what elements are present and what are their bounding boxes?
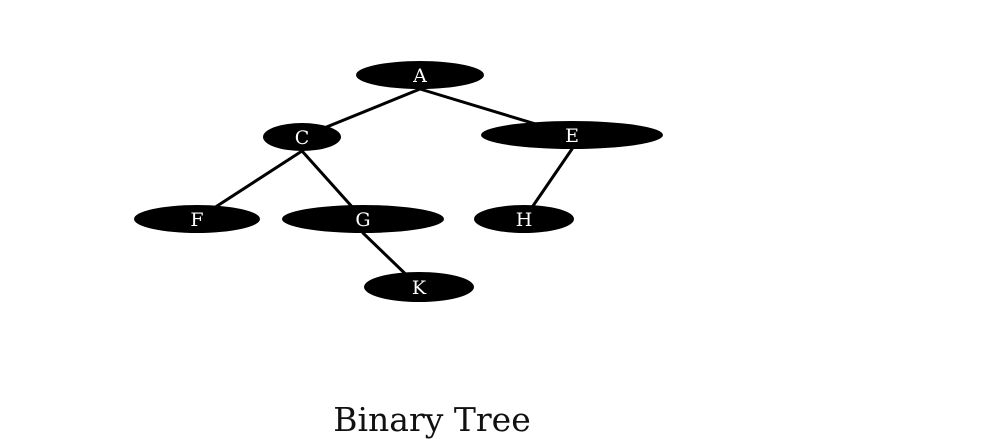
tree-node-g: G (282, 205, 444, 233)
tree-edges (195, 87, 574, 289)
binary-tree-diagram: A C E F G H K (134, 61, 663, 302)
tree-node-label-k: K (412, 277, 427, 299)
tree-node-k: K (364, 272, 474, 302)
tree-node-shape-a (356, 61, 484, 89)
tree-node-shape-h (474, 205, 574, 233)
tree-node-shape-e (481, 121, 663, 149)
tree-node-label-h: H (516, 209, 533, 231)
tree-node-shape-f (134, 205, 260, 233)
tree-node-shape-c (263, 123, 341, 151)
tree-node-label-c: C (295, 127, 310, 149)
tree-node-label-a: A (412, 65, 427, 87)
tree-node-c: C (263, 123, 341, 151)
tree-node-e: E (481, 121, 663, 149)
tree-node-label-g: G (355, 209, 370, 231)
tree-node-label-f: F (190, 209, 203, 231)
tree-node-f: F (134, 205, 260, 233)
tree-node-a: A (356, 61, 484, 89)
tree-node-label-e: E (565, 125, 579, 147)
tree-node-shape-g (282, 205, 444, 233)
tree-nodes: A C E F G H K (134, 61, 663, 302)
tree-node-h: H (474, 205, 574, 233)
diagram-caption: Binary Tree (333, 400, 531, 439)
tree-node-shape-k (364, 272, 474, 302)
